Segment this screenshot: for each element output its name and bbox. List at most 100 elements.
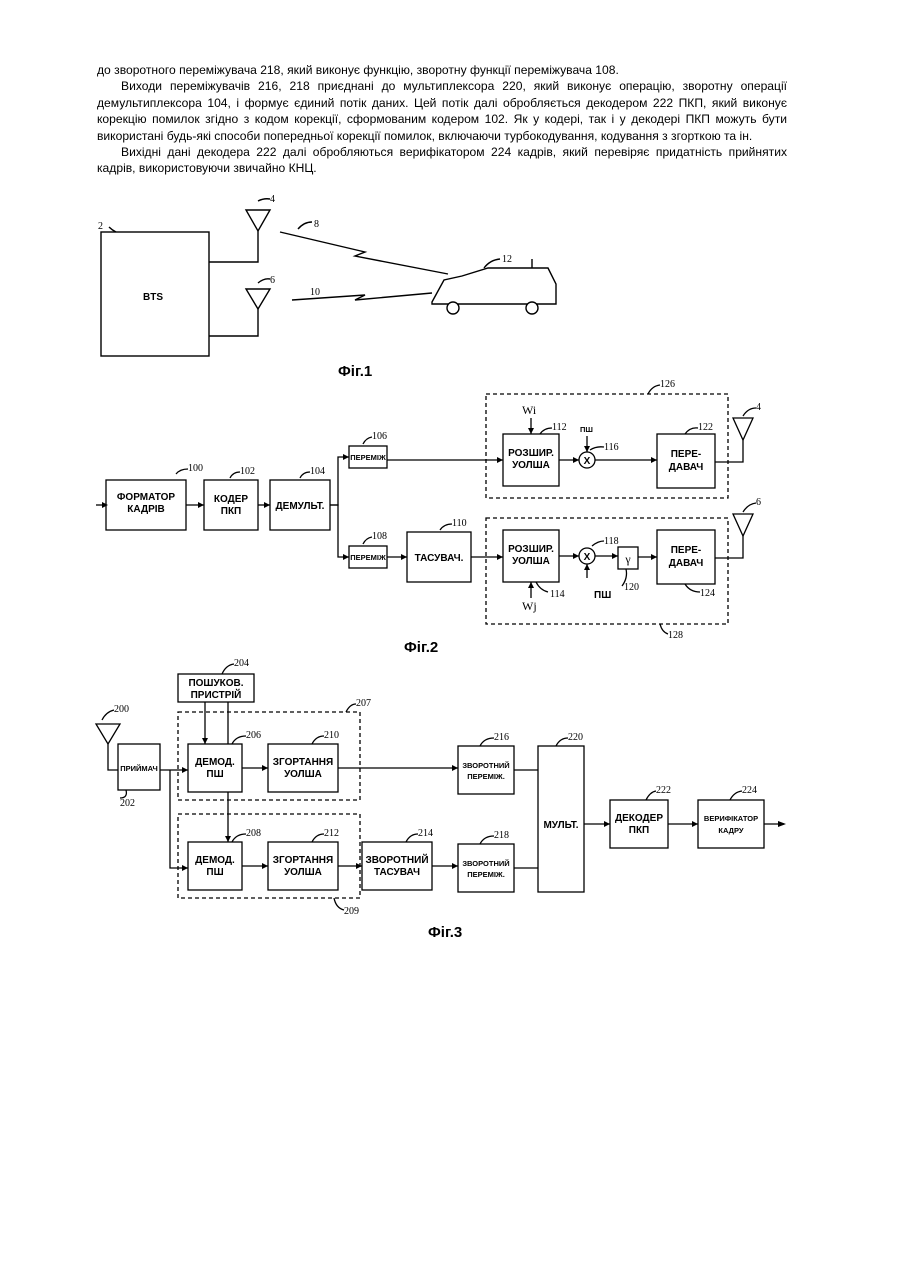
svg-text:126: 126 [660,379,675,390]
svg-text:ПОШУКОВ.: ПОШУКОВ. [188,678,243,689]
svg-text:ДАВАЧ: ДАВАЧ [669,558,704,569]
svg-text:224: 224 [742,785,757,796]
svg-text:100: 100 [188,463,203,474]
svg-text:ЗВОРОТНИЙ: ЗВОРОТНИЙ [365,853,428,866]
svg-text:ДЕКОДЕР: ДЕКОДЕР [615,813,663,824]
svg-text:УОЛША: УОЛША [284,769,322,780]
antenna-icon [96,724,120,744]
figure-3: ПОШУКОВ. ПРИСТРІЙ ПРИЙМАЧ ДЕМОД. ПШ ЗГОР… [0,655,900,945]
decoder-box [610,800,668,848]
svg-text:КАДРІВ: КАДРІВ [127,504,165,515]
svg-text:ПЕРЕМІЖ: ПЕРЕМІЖ [350,553,386,562]
deinter-218-box [458,844,514,892]
svg-text:206: 206 [246,730,261,741]
svg-text:214: 214 [418,828,433,839]
svg-text:Wj: Wj [522,599,537,613]
body-text: до зворотного переміжувача 218, який вик… [97,62,787,177]
bts-label: BTS [143,292,163,303]
svg-text:ПРИСТРІЙ: ПРИСТРІЙ [191,688,242,701]
svg-text:ПКП: ПКП [629,825,649,836]
svg-text:114: 114 [550,589,565,600]
antenna-icon [733,514,753,536]
mux-box [538,746,584,892]
svg-text:КОДЕР: КОДЕР [214,494,249,505]
paragraph-2: Виходи переміжувачів 216, 218 приєднані … [97,78,787,144]
svg-text:КАДРУ: КАДРУ [718,826,744,835]
radio-link-8 [280,232,448,274]
svg-text:4: 4 [270,194,275,205]
svg-text:ТАСУВАЧ.: ТАСУВАЧ. [415,553,464,564]
mobile-station [432,268,556,304]
fig2-caption: Фіг.2 [404,639,438,656]
deshuffler-box [362,842,432,890]
demod-208-box [188,842,242,890]
svg-text:222: 222 [656,785,671,796]
svg-text:212: 212 [324,828,339,839]
figure-2: ФОРМАТОР КАДРІВ КОДЕР ПКП ДЕМУЛЬТ. ПЕРЕМ… [0,385,900,660]
svg-text:12: 12 [502,254,512,265]
svg-text:110: 110 [452,518,467,529]
svg-text:8: 8 [314,219,319,230]
svg-text:208: 208 [246,828,261,839]
verifier-box [698,800,764,848]
svg-text:120: 120 [624,582,639,593]
svg-text:ЗВОРОТНИЙ: ЗВОРОТНИЙ [462,761,509,770]
svg-text:ДЕМОД.: ДЕМОД. [195,855,235,866]
svg-text:ДАВАЧ: ДАВАЧ [669,462,704,473]
svg-text:108: 108 [372,531,387,542]
svg-text:ПЕРЕМІЖ.: ПЕРЕМІЖ. [467,870,505,879]
svg-text:128: 128 [668,630,683,641]
svg-text:РОЗШИР.: РОЗШИР. [508,448,554,459]
svg-text:6: 6 [756,497,761,508]
svg-text:УОЛША: УОЛША [512,556,550,567]
svg-text:6: 6 [270,275,275,286]
fold-210-box [268,744,338,792]
fig1-caption: Фіг.1 [338,363,372,380]
svg-text:γ: γ [624,552,631,566]
svg-text:106: 106 [372,431,387,442]
svg-text:ЗВОРОТНИЙ: ЗВОРОТНИЙ [462,859,509,868]
svg-text:ПРИЙМАЧ: ПРИЙМАЧ [120,764,158,773]
svg-text:210: 210 [324,730,339,741]
antenna-icon [246,210,270,231]
svg-text:ДЕМОД.: ДЕМОД. [195,757,235,768]
svg-text:4: 4 [756,402,761,413]
svg-text:102: 102 [240,466,255,477]
svg-text:112: 112 [552,422,567,433]
svg-text:ПЕРЕМІЖ: ПЕРЕМІЖ [350,453,386,462]
demod-206-box [188,744,242,792]
svg-text:ЗГОРТАННЯ: ЗГОРТАННЯ [273,855,333,866]
svg-text:2: 2 [98,221,103,232]
svg-text:216: 216 [494,732,509,743]
svg-text:X: X [584,456,591,467]
svg-text:ФОРМАТОР: ФОРМАТОР [117,492,176,503]
svg-text:122: 122 [698,422,713,433]
svg-text:ПКП: ПКП [221,506,241,517]
svg-text:218: 218 [494,830,509,841]
svg-text:ПШ: ПШ [206,867,223,878]
svg-text:X: X [584,552,591,563]
svg-text:ПЕРЕ-: ПЕРЕ- [671,449,702,460]
svg-text:104: 104 [310,466,325,477]
svg-text:118: 118 [604,536,619,547]
paragraph-1: до зворотного переміжувача 218, який вик… [97,62,787,78]
svg-text:ВЕРИФІКАТОР: ВЕРИФІКАТОР [704,814,758,823]
fig3-caption: Фіг.3 [428,924,462,941]
svg-text:ЗГОРТАННЯ: ЗГОРТАННЯ [273,757,333,768]
svg-text:ТАСУВАЧ: ТАСУВАЧ [374,867,420,878]
svg-text:124: 124 [700,588,715,599]
svg-text:ПШ: ПШ [594,590,611,601]
transmitter-124-box [657,530,715,584]
svg-text:204: 204 [234,658,249,669]
fold-212-box [268,842,338,890]
svg-text:ПЕРЕ-: ПЕРЕ- [671,545,702,556]
deinter-216-box [458,746,514,794]
svg-text:ПШ: ПШ [580,425,593,434]
svg-text:МУЛЬТ.: МУЛЬТ. [543,820,578,831]
svg-text:202: 202 [120,798,135,809]
encoder-box [204,480,258,530]
svg-text:220: 220 [568,732,583,743]
svg-text:Wi: Wi [522,403,537,417]
svg-text:РОЗШИР.: РОЗШИР. [508,544,554,555]
svg-text:ПЕРЕМІЖ.: ПЕРЕМІЖ. [467,772,505,781]
